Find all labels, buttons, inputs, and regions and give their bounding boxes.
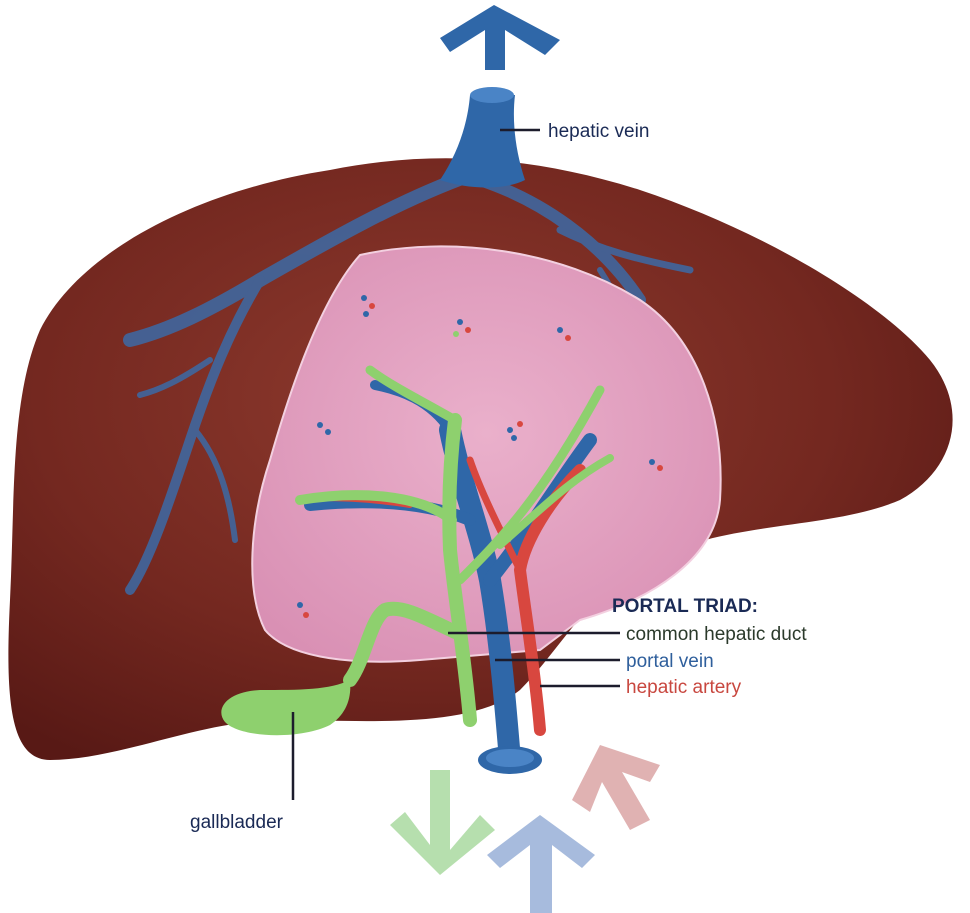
label-portal-vein: portal vein [626,651,714,672]
lobule-cross-section [251,245,722,663]
hepatic-vein-branches [123,168,694,595]
lobule-dots [297,295,663,618]
gallbladder-shape [221,680,351,736]
label-hepatic-vein: hepatic vein [548,121,649,142]
flow-arrow-up-red [572,745,660,830]
flow-arrow-up-blue [487,815,595,913]
hepatic-vein-trunk [440,95,525,188]
label-gallbladder: gallbladder [190,812,284,833]
label-hepatic-artery: hepatic artery [626,677,742,698]
hepatic-vein-opening [470,87,514,103]
flow-arrow-up-hepatic [440,5,560,70]
label-portal-triad-title: PORTAL TRIAD: [612,596,758,617]
leader-lines [291,128,620,800]
flow-arrow-down-green [390,770,495,875]
portal-triad-vessels [295,365,614,771]
label-common-hepatic-duct: common hepatic duct [626,624,807,645]
